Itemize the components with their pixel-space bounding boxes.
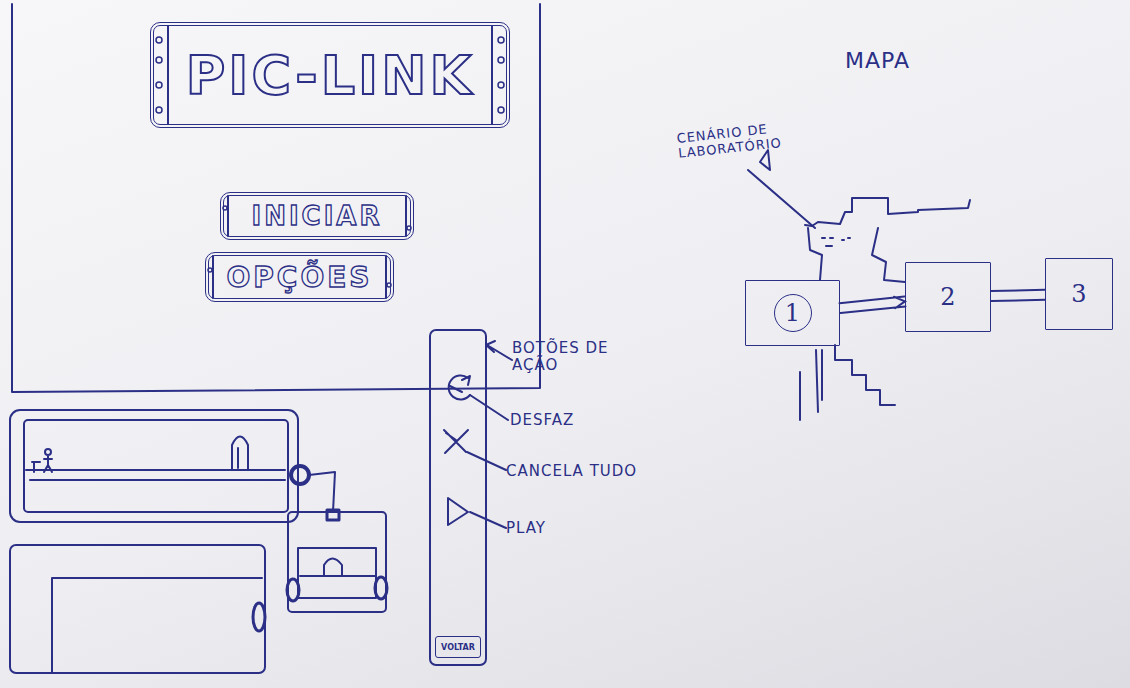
level-floor	[26, 470, 285, 480]
level-inner	[52, 578, 262, 672]
level-frame	[10, 545, 265, 673]
action-label: CANCELA TUDO	[506, 463, 666, 480]
level-box: 2	[905, 262, 991, 332]
undo-icon	[449, 375, 470, 399]
level-inner	[24, 420, 288, 512]
level-box: 3	[1045, 258, 1113, 330]
level-inner	[298, 548, 376, 598]
level-box: 1	[745, 280, 840, 346]
menu-button: INICIAR	[220, 192, 414, 240]
node-text: 2	[940, 283, 955, 311]
node-text: 1	[774, 294, 812, 332]
level-arch	[300, 559, 375, 577]
callout-note: BOTÕES DE AÇÃO	[512, 340, 612, 375]
link-wire	[309, 472, 335, 512]
level-link-node	[291, 466, 309, 484]
level-arch	[232, 437, 248, 471]
action-label: PLAY	[506, 520, 586, 537]
lab-face	[822, 238, 850, 246]
callout-arrow	[748, 150, 815, 228]
title-plate: PIC-LINK	[150, 22, 510, 128]
stairs	[800, 350, 822, 420]
screen-frame	[12, 4, 540, 392]
map-corridor	[839, 296, 905, 313]
callout-arrow	[486, 341, 512, 360]
node-text: VOLTAR	[441, 643, 475, 652]
menu-button: OPÇÕES	[205, 252, 394, 302]
action-panel	[430, 330, 486, 665]
plate-caps	[168, 26, 492, 298]
level-link-node	[253, 603, 265, 631]
play-icon	[448, 498, 468, 525]
cancel-icon	[444, 430, 468, 453]
map-corridor	[991, 290, 1045, 301]
level-frame	[10, 410, 298, 522]
lab-outline	[805, 198, 970, 226]
node-text: INICIAR	[251, 201, 382, 231]
level-frame	[288, 512, 386, 612]
map-title: MAPA	[845, 48, 975, 73]
node-text: 3	[1071, 280, 1086, 308]
leader-line	[467, 395, 508, 528]
stairs	[835, 345, 895, 405]
action-label: DESFAZ	[510, 412, 620, 429]
lab-outline	[808, 228, 905, 282]
stick-figure	[32, 449, 52, 472]
node-text: OPÇÕES	[227, 261, 373, 294]
back-button: VOLTAR	[435, 636, 481, 658]
node-text: PIC-LINK	[186, 44, 475, 107]
level-link-node	[375, 577, 387, 599]
rivets	[156, 37, 504, 287]
level-link-node	[287, 579, 299, 601]
